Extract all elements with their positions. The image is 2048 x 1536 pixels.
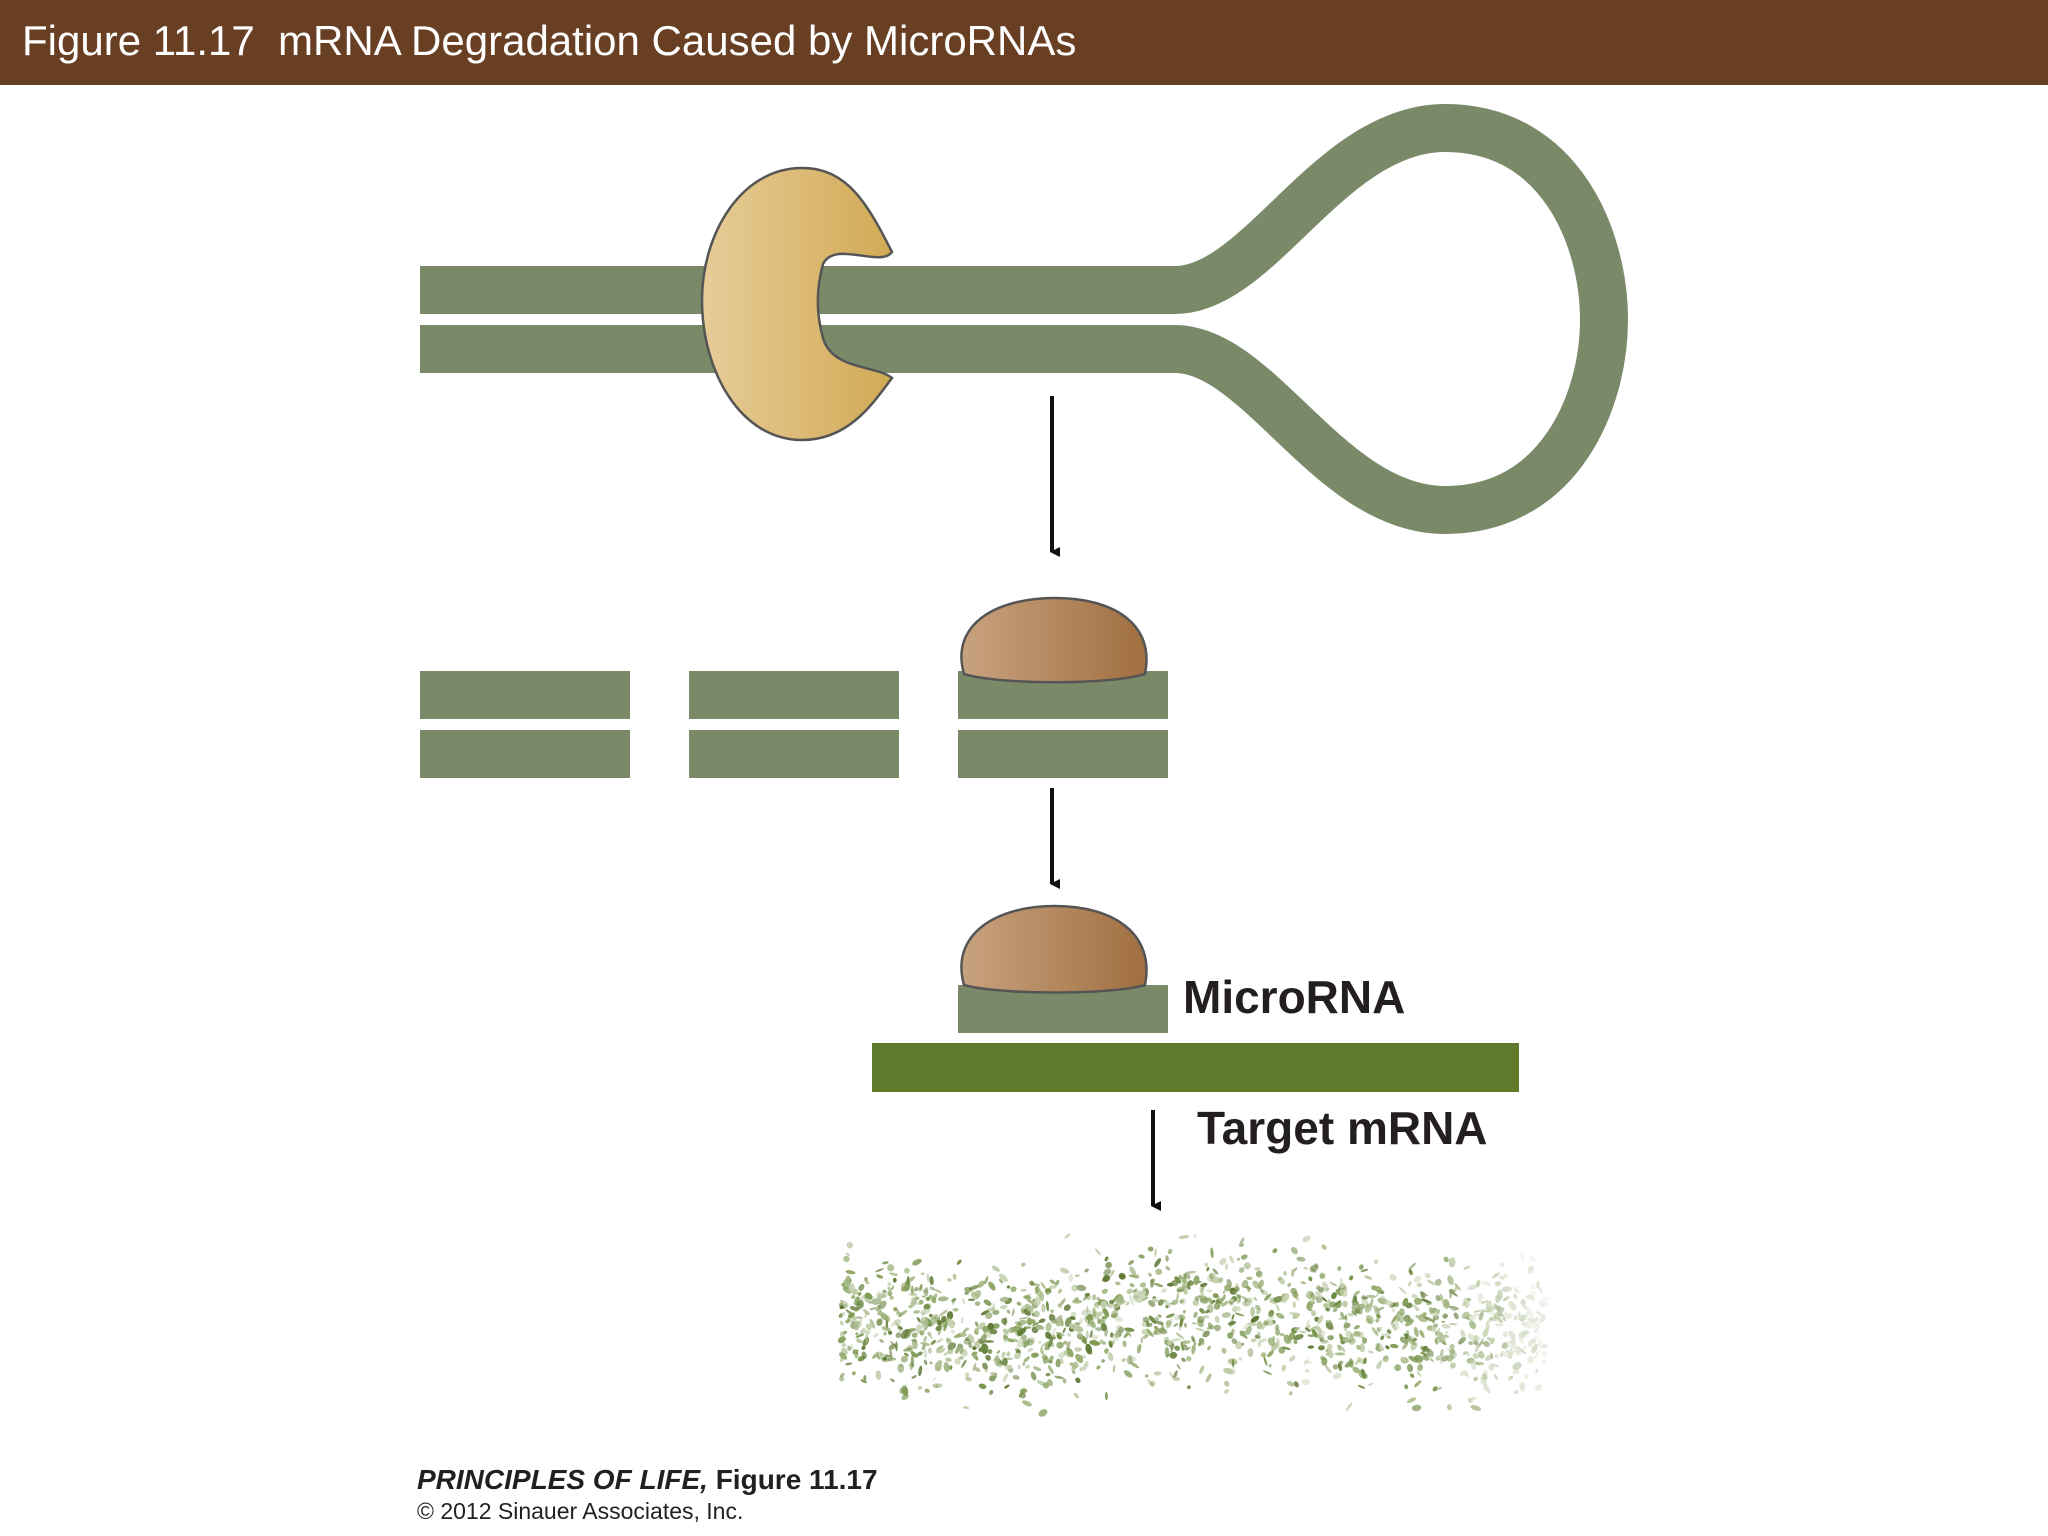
fragment-2-bottom — [689, 730, 899, 778]
fragment-1-top — [420, 671, 630, 719]
fragment-3-bottom — [958, 730, 1168, 778]
hairpin-top-strand — [420, 103, 1628, 321]
degraded-mrna-fade — [830, 1220, 1560, 1430]
target-mrna-strand — [872, 1043, 1519, 1092]
dicer-protein — [700, 166, 894, 442]
precursor-hairpin-rna — [420, 103, 1628, 535]
target-mrna-label: Target mRNA — [1197, 1102, 1488, 1154]
credit-copyright: © 2012 Sinauer Associates, Inc. — [417, 1498, 744, 1524]
risc-protein-stage2 — [960, 596, 1148, 684]
fragment-1-bottom — [420, 730, 630, 778]
credit-figure-number: Figure 11.17 — [707, 1464, 878, 1495]
slide-title: Figure 11.17 mRNA Degradation Caused by … — [22, 17, 1077, 64]
title-bar: Figure 11.17 mRNA Degradation Caused by … — [0, 0, 2048, 85]
risc-protein-stage3 — [960, 904, 1148, 994]
credit-book-line: PRINCIPLES OF LIFE, Figure 11.17 — [417, 1464, 878, 1496]
hairpin-bottom-strand — [420, 319, 1628, 535]
microrna-label: MicroRNA — [1183, 971, 1405, 1023]
credit-book-title: PRINCIPLES OF LIFE, — [417, 1464, 708, 1495]
fragment-2-top — [689, 671, 899, 719]
figure-credit: PRINCIPLES OF LIFE, Figure 11.17 © 2012 … — [417, 1464, 878, 1525]
cut-fragments — [420, 671, 1168, 778]
